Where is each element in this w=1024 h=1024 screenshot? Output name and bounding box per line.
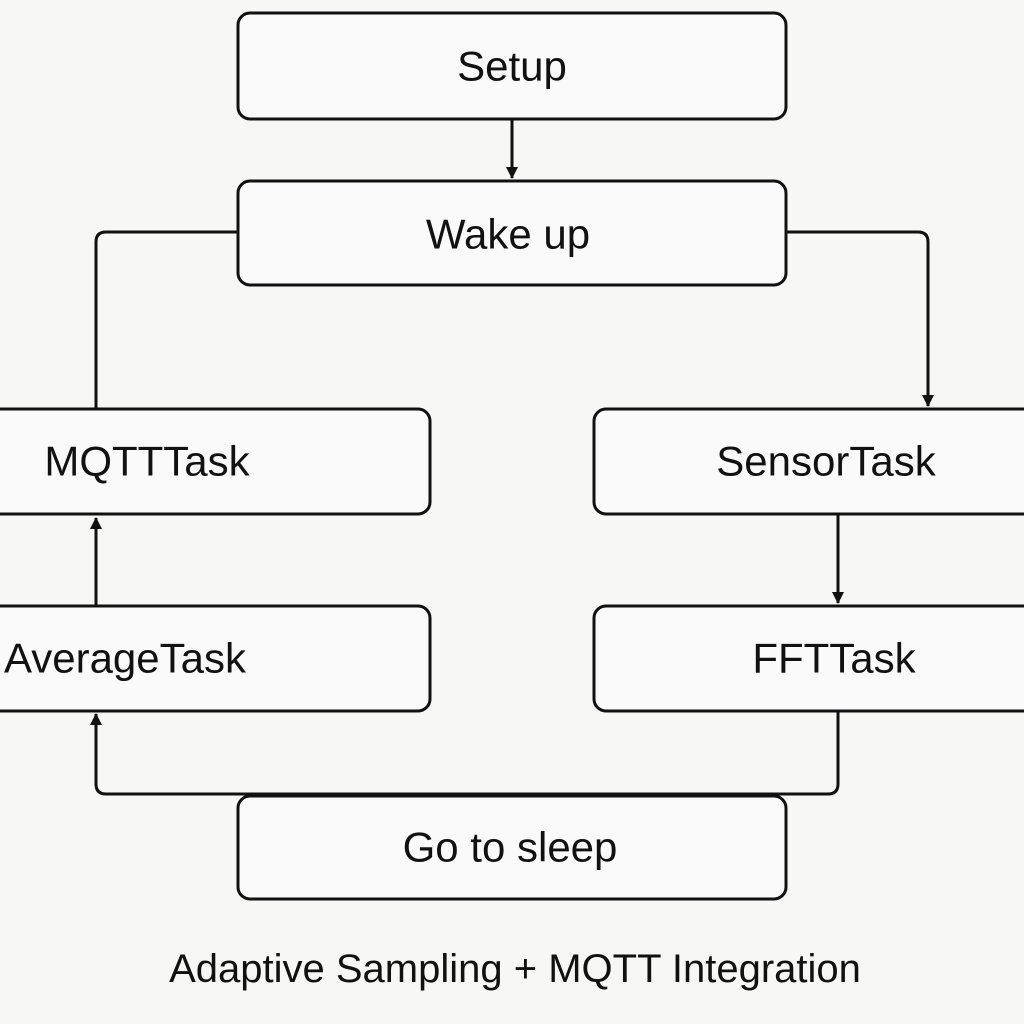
node-sensor-task-label: SensorTask <box>716 438 936 485</box>
node-wake-up-label: Wake up <box>426 211 590 258</box>
node-mqtt-task-label: MQTTTask <box>44 438 250 485</box>
edge-ffttask-to-averagetask <box>90 712 840 796</box>
node-go-to-sleep: Go to sleep <box>236 794 788 901</box>
node-sensor-task: SensorTask <box>592 407 1024 516</box>
node-go-to-sleep-label: Go to sleep <box>403 824 618 871</box>
node-wake-up: Wake up <box>236 179 788 287</box>
node-setup-label: Setup <box>457 43 567 90</box>
node-average-task-label: AverageTask <box>4 635 247 682</box>
node-fft-task-label: FFTTask <box>752 635 916 682</box>
edge-wakeup-to-sensortask <box>786 230 934 407</box>
node-setup: Setup <box>236 11 788 121</box>
node-mqtt-task: MQTTTask <box>0 407 432 516</box>
node-average-task: AverageTask <box>0 604 432 713</box>
node-fft-task: FFTTask <box>592 604 1024 713</box>
edge-mqtttask-to-wakeup <box>94 230 238 408</box>
diagram-caption: Adaptive Sampling + MQTT Integration <box>169 947 861 991</box>
